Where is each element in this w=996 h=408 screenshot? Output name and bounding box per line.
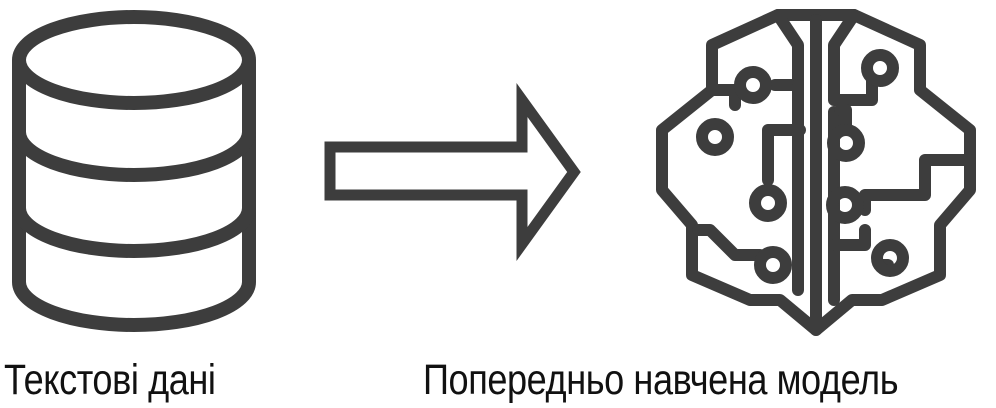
arrow-right-icon — [324, 82, 581, 262]
brain-circuit-icon — [656, 9, 976, 336]
target-label: Попередньо навчена модель — [423, 356, 899, 404]
database-icon — [12, 10, 256, 332]
source-label: Текстові дані — [4, 356, 216, 404]
